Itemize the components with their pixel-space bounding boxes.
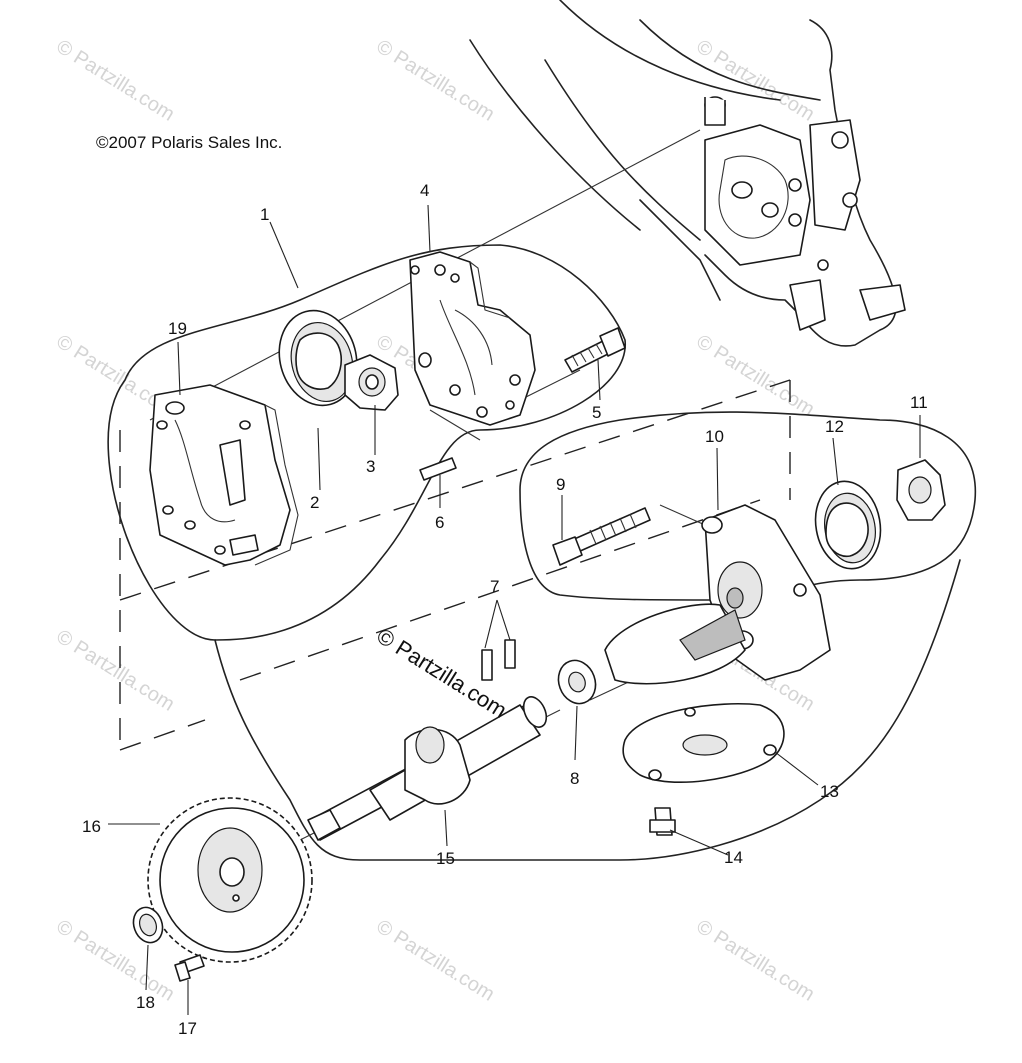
callout-7: 7 bbox=[490, 577, 499, 596]
assembly-outline-right bbox=[519, 411, 977, 601]
screw-5 bbox=[564, 327, 626, 373]
callout-labels: 1 2 3 4 5 6 7 8 9 10 11 12 13 14 15 16 1… bbox=[82, 181, 928, 1038]
callout-11: 11 bbox=[910, 393, 928, 412]
callout-10: 10 bbox=[705, 427, 724, 446]
washer-8 bbox=[557, 659, 597, 705]
pump-cover-plate bbox=[149, 384, 299, 566]
washer-18 bbox=[132, 906, 164, 944]
assembly-outline bbox=[107, 244, 626, 641]
leader-lines bbox=[108, 204, 921, 1015]
outer-rotor bbox=[278, 309, 358, 407]
callout-3: 3 bbox=[366, 457, 375, 476]
watermark: © Partzilla.com bbox=[372, 916, 498, 1006]
callout-12: 12 bbox=[825, 417, 844, 436]
callout-17: 17 bbox=[178, 1019, 197, 1038]
pickup-cover bbox=[604, 603, 746, 685]
watermark: © Partzilla.com bbox=[372, 36, 498, 126]
screw-17 bbox=[174, 954, 205, 982]
callout-9: 9 bbox=[556, 475, 565, 494]
callout-2: 2 bbox=[310, 493, 319, 512]
crankcase bbox=[469, 0, 906, 347]
watermark: © Partzilla.com bbox=[52, 626, 178, 716]
inner-rotor bbox=[344, 354, 399, 411]
watermark: © Partzilla.com bbox=[692, 331, 818, 421]
dowel-pin-6 bbox=[419, 457, 457, 481]
callout-4: 4 bbox=[420, 181, 429, 200]
drive-shaft bbox=[307, 696, 548, 841]
callout-18: 18 bbox=[136, 993, 155, 1012]
pins-7 bbox=[481, 639, 516, 681]
callout-15: 15 bbox=[436, 849, 455, 868]
callout-13: 13 bbox=[820, 782, 839, 801]
bolt-9 bbox=[552, 507, 651, 566]
copyright-notice: ©2007 Polaris Sales Inc. bbox=[96, 133, 282, 152]
callout-1: 1 bbox=[260, 205, 269, 224]
callout-16: 16 bbox=[82, 817, 101, 836]
callout-6: 6 bbox=[435, 513, 444, 532]
callout-14: 14 bbox=[724, 848, 743, 867]
callout-5: 5 bbox=[592, 403, 601, 422]
watermark: © Partzilla.com bbox=[52, 36, 178, 126]
drive-gear bbox=[147, 797, 313, 963]
callout-8: 8 bbox=[570, 769, 579, 788]
assembly-outline-lower bbox=[214, 559, 961, 861]
watermark: © Partzilla.com bbox=[692, 916, 818, 1006]
callout-19: 19 bbox=[168, 319, 187, 338]
outer-rotor-12 bbox=[814, 480, 882, 570]
inner-rotor-11 bbox=[896, 459, 946, 521]
oil-screen bbox=[622, 702, 785, 784]
pump-body-plate bbox=[409, 251, 536, 426]
